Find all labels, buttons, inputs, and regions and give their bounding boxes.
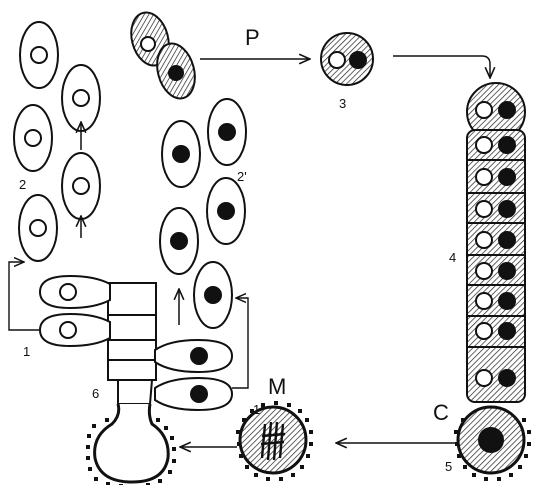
filament-body	[466, 129, 526, 403]
label-4: 4	[449, 250, 456, 265]
nucleus-black-icon	[217, 202, 235, 220]
label-1: 1	[23, 344, 30, 359]
nucleus-white-icon	[29, 219, 47, 237]
bracket-arrow-right	[232, 298, 249, 389]
cyst-M	[236, 401, 313, 481]
nucleus-white-icon	[328, 51, 346, 69]
label-2: 2	[19, 177, 26, 192]
cells-group-2	[13, 21, 101, 262]
nucleus-white-icon	[24, 129, 42, 147]
label-5: 5	[445, 459, 452, 474]
nucleus-white-icon	[140, 36, 156, 52]
bracket-arrow-left	[8, 262, 40, 331]
label-6: 6	[92, 386, 99, 401]
release-arrows	[8, 262, 249, 389]
germinating-cyst	[86, 403, 176, 485]
nucleus-black-icon	[168, 65, 184, 81]
cells-group-2-prime	[159, 98, 247, 329]
nucleus-white-icon	[59, 283, 77, 301]
cyst-C	[454, 405, 531, 481]
attached-cells-1	[38, 274, 111, 348]
nucleus-black-icon	[170, 232, 188, 250]
label-1-prime: 1'	[253, 402, 263, 417]
label-3: 3	[339, 96, 346, 111]
cyst-wall	[93, 403, 170, 484]
up-arrows	[81, 122, 179, 325]
cyst-M-spines	[236, 401, 313, 481]
cyst-C-spines	[454, 418, 531, 481]
zygote-body	[320, 32, 374, 86]
column-body	[107, 282, 157, 405]
cyst-M-body	[238, 405, 308, 475]
filament-4	[466, 82, 526, 403]
nucleus-white-icon	[30, 46, 48, 64]
zygote-3	[320, 32, 374, 86]
label-2-prime: 2'	[237, 169, 247, 184]
gamete-pair	[130, 11, 196, 100]
arrow-down-icon	[393, 55, 490, 78]
nucleus-black-icon	[190, 385, 208, 403]
nucleus-white-icon	[72, 89, 90, 107]
nucleus-white-icon	[59, 321, 77, 339]
filament-nuclei	[475, 101, 516, 387]
budding-column	[107, 282, 157, 405]
nucleus-black-icon	[190, 347, 208, 365]
nucleus-black-icon	[172, 145, 190, 163]
nucleus-black-icon	[349, 51, 367, 69]
chromosome-bundle-icon	[260, 421, 286, 461]
nucleus-black-icon	[218, 123, 236, 141]
label-P: P	[245, 25, 260, 50]
nucleus-white-icon	[72, 177, 90, 195]
nucleus-black-icon	[204, 286, 222, 304]
label-M: M	[268, 374, 286, 399]
attached-cells-1-prime	[154, 338, 234, 412]
nucleus-fused-icon	[478, 427, 504, 453]
label-C: C	[433, 400, 449, 425]
filament-rows	[467, 159, 525, 348]
